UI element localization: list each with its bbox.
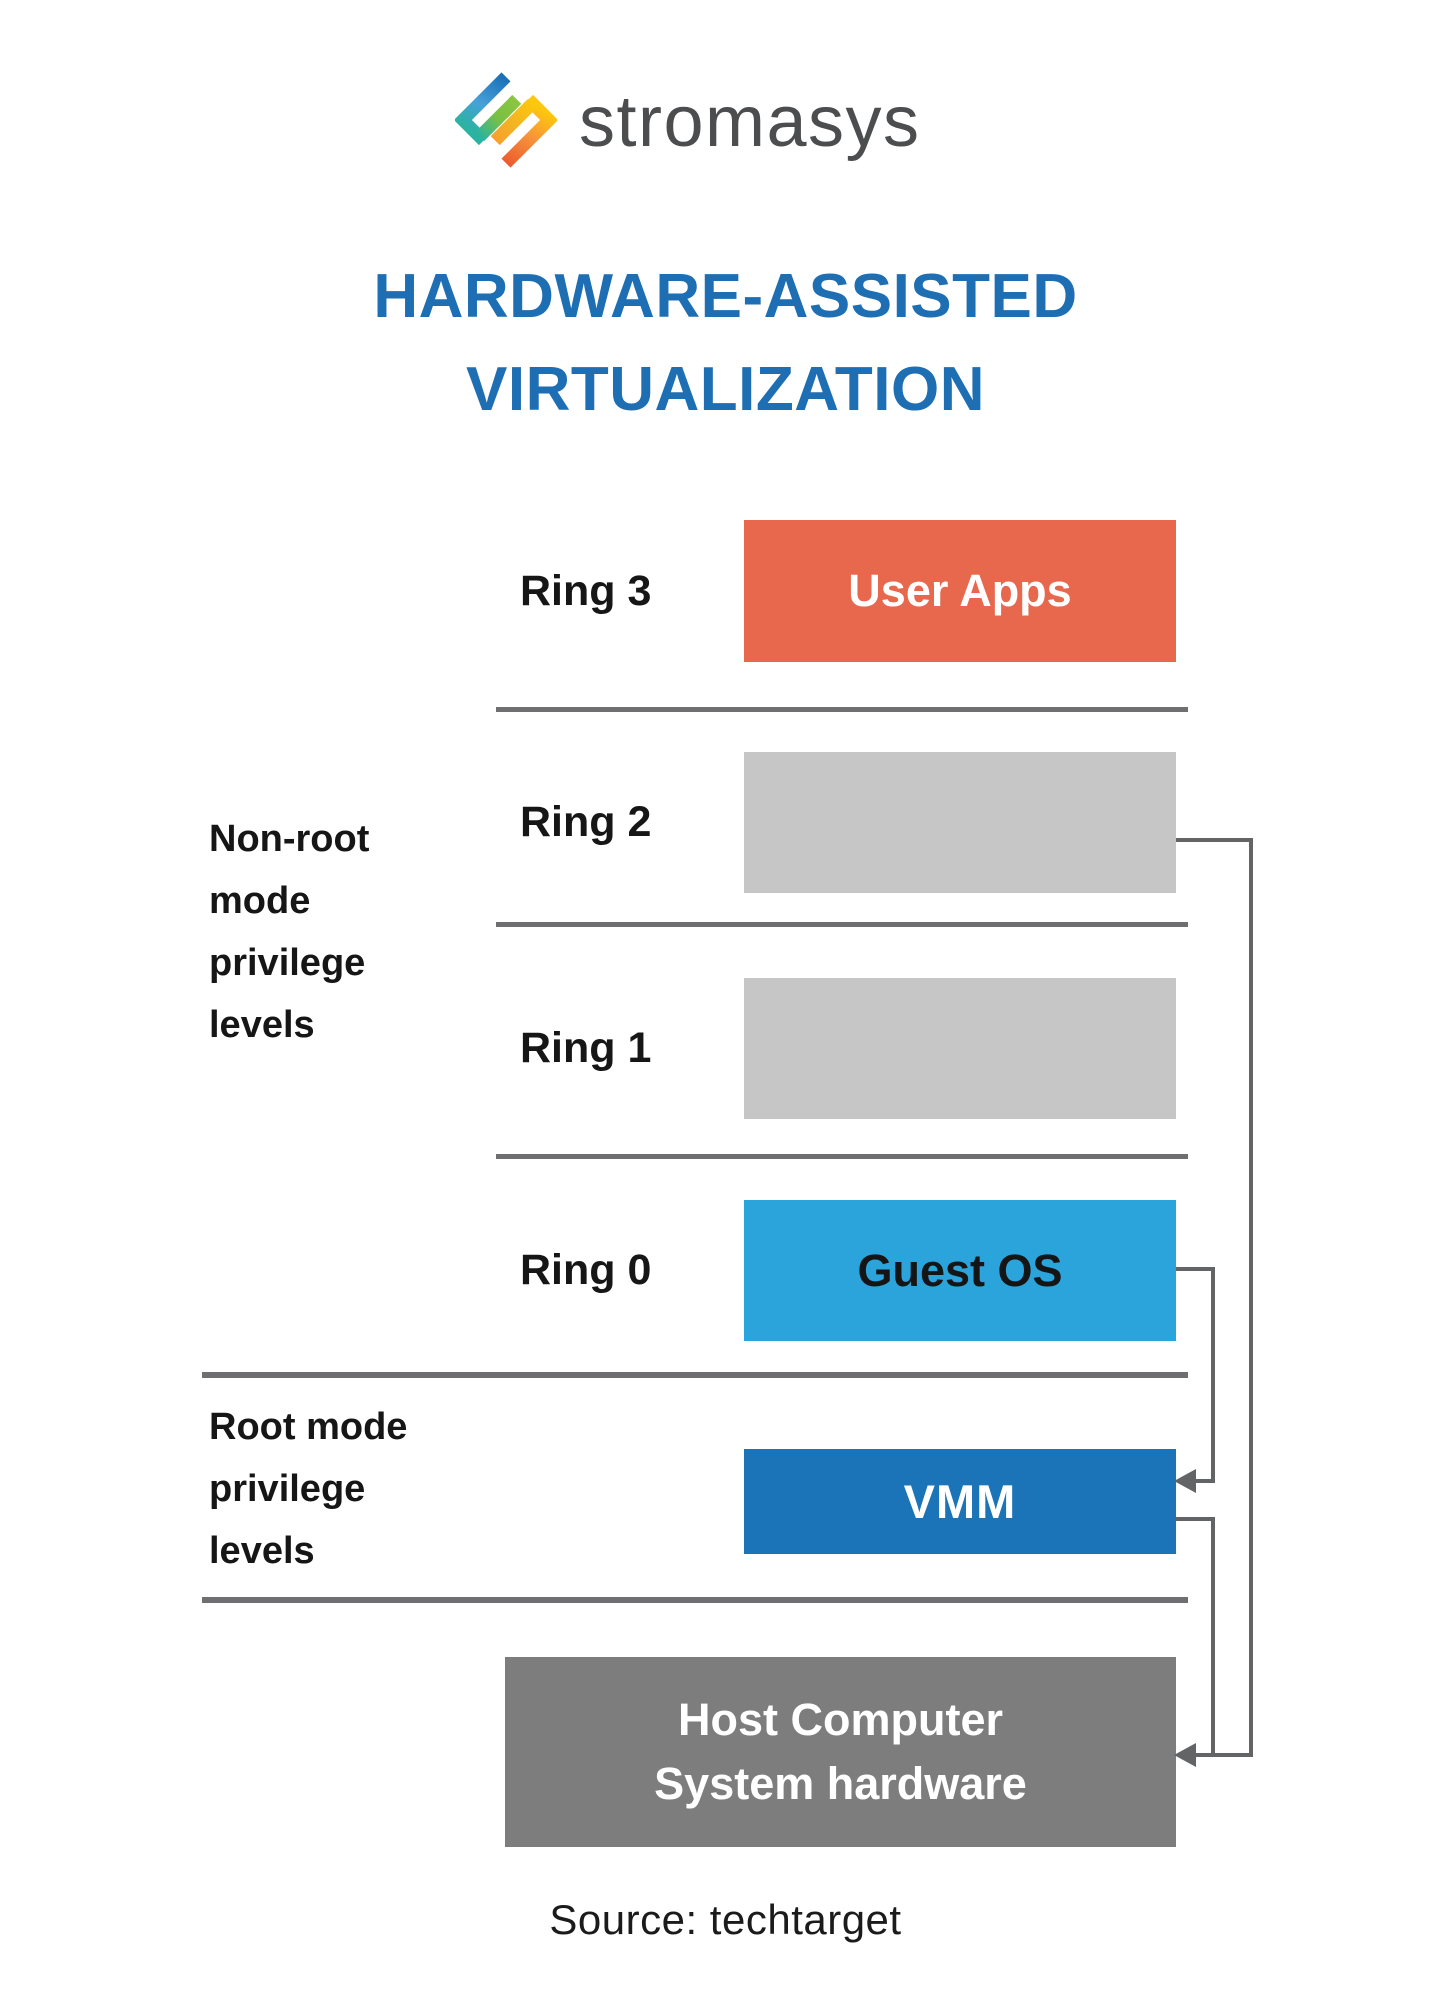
host-box-text-line2: System hardware <box>654 1758 1027 1809</box>
page-title: HARDWARE-ASSISTED VIRTUALIZATION <box>0 250 1451 436</box>
host-box-text-line1: Host Computer <box>678 1694 1003 1745</box>
root-label-line3: levels <box>209 1530 315 1572</box>
connector-vmm-arrow-horizontal <box>1196 1479 1215 1483</box>
connector-host-horizontal <box>1196 1753 1253 1757</box>
non-root-label-line4: levels <box>209 1004 315 1046</box>
arrow-into-vmm-icon <box>1174 1469 1196 1493</box>
source-credit: Source: techtarget <box>549 1896 902 1943</box>
non-root-label-line3: privilege <box>209 942 366 984</box>
connector-guestos-vmm-vertical <box>1211 1267 1215 1483</box>
connector-ring2-horizontal <box>1176 838 1253 842</box>
vmm-box: VMM <box>744 1449 1176 1554</box>
non-root-label-line1: Non-root <box>209 818 370 860</box>
page-title-line1: HARDWARE-ASSISTED <box>373 262 1078 331</box>
guest-os-box-text: Guest OS <box>857 1244 1063 1296</box>
connector-guestos-horizontal <box>1176 1267 1215 1271</box>
host-hardware-box: Host Computer System hardware <box>505 1657 1176 1847</box>
ring0-label: Ring 0 <box>520 1246 652 1294</box>
separator-ring3-ring2 <box>496 707 1188 712</box>
non-root-mode-label: Non-root mode privilege levels <box>209 808 369 1056</box>
separator-ring1-ring0 <box>496 1154 1188 1159</box>
brand-name: stromasys <box>579 82 921 162</box>
root-label-line1: Root mode <box>209 1406 408 1448</box>
page-title-line2: VIRTUALIZATION <box>465 355 985 424</box>
stromasys-logo-icon <box>453 71 559 174</box>
non-root-label-line2: mode <box>209 880 311 922</box>
connector-outer-vertical <box>1249 838 1253 1757</box>
guest-os-box: Guest OS <box>744 1200 1176 1341</box>
vmm-box-text: VMM <box>903 1475 1017 1528</box>
user-apps-box: User Apps <box>744 520 1176 662</box>
separator-root-host <box>202 1597 1188 1603</box>
brand-logo: stromasys <box>453 71 921 174</box>
arrow-into-host-icon <box>1174 1743 1196 1767</box>
user-apps-box-text: User Apps <box>848 565 1072 616</box>
root-label-line2: privilege <box>209 1468 366 1510</box>
connector-vmm-host-vertical <box>1211 1517 1215 1757</box>
ring2-box <box>744 752 1176 893</box>
ring1-box <box>744 978 1176 1119</box>
separator-ring2-ring1 <box>496 922 1188 927</box>
connector-vmm-out-horizontal <box>1176 1517 1215 1521</box>
ring2-label: Ring 2 <box>520 798 652 846</box>
root-mode-label: Root mode privilege levels <box>209 1396 407 1582</box>
ring1-label: Ring 1 <box>520 1024 652 1072</box>
ring3-label: Ring 3 <box>520 567 652 615</box>
separator-nonroot-root <box>202 1372 1188 1378</box>
